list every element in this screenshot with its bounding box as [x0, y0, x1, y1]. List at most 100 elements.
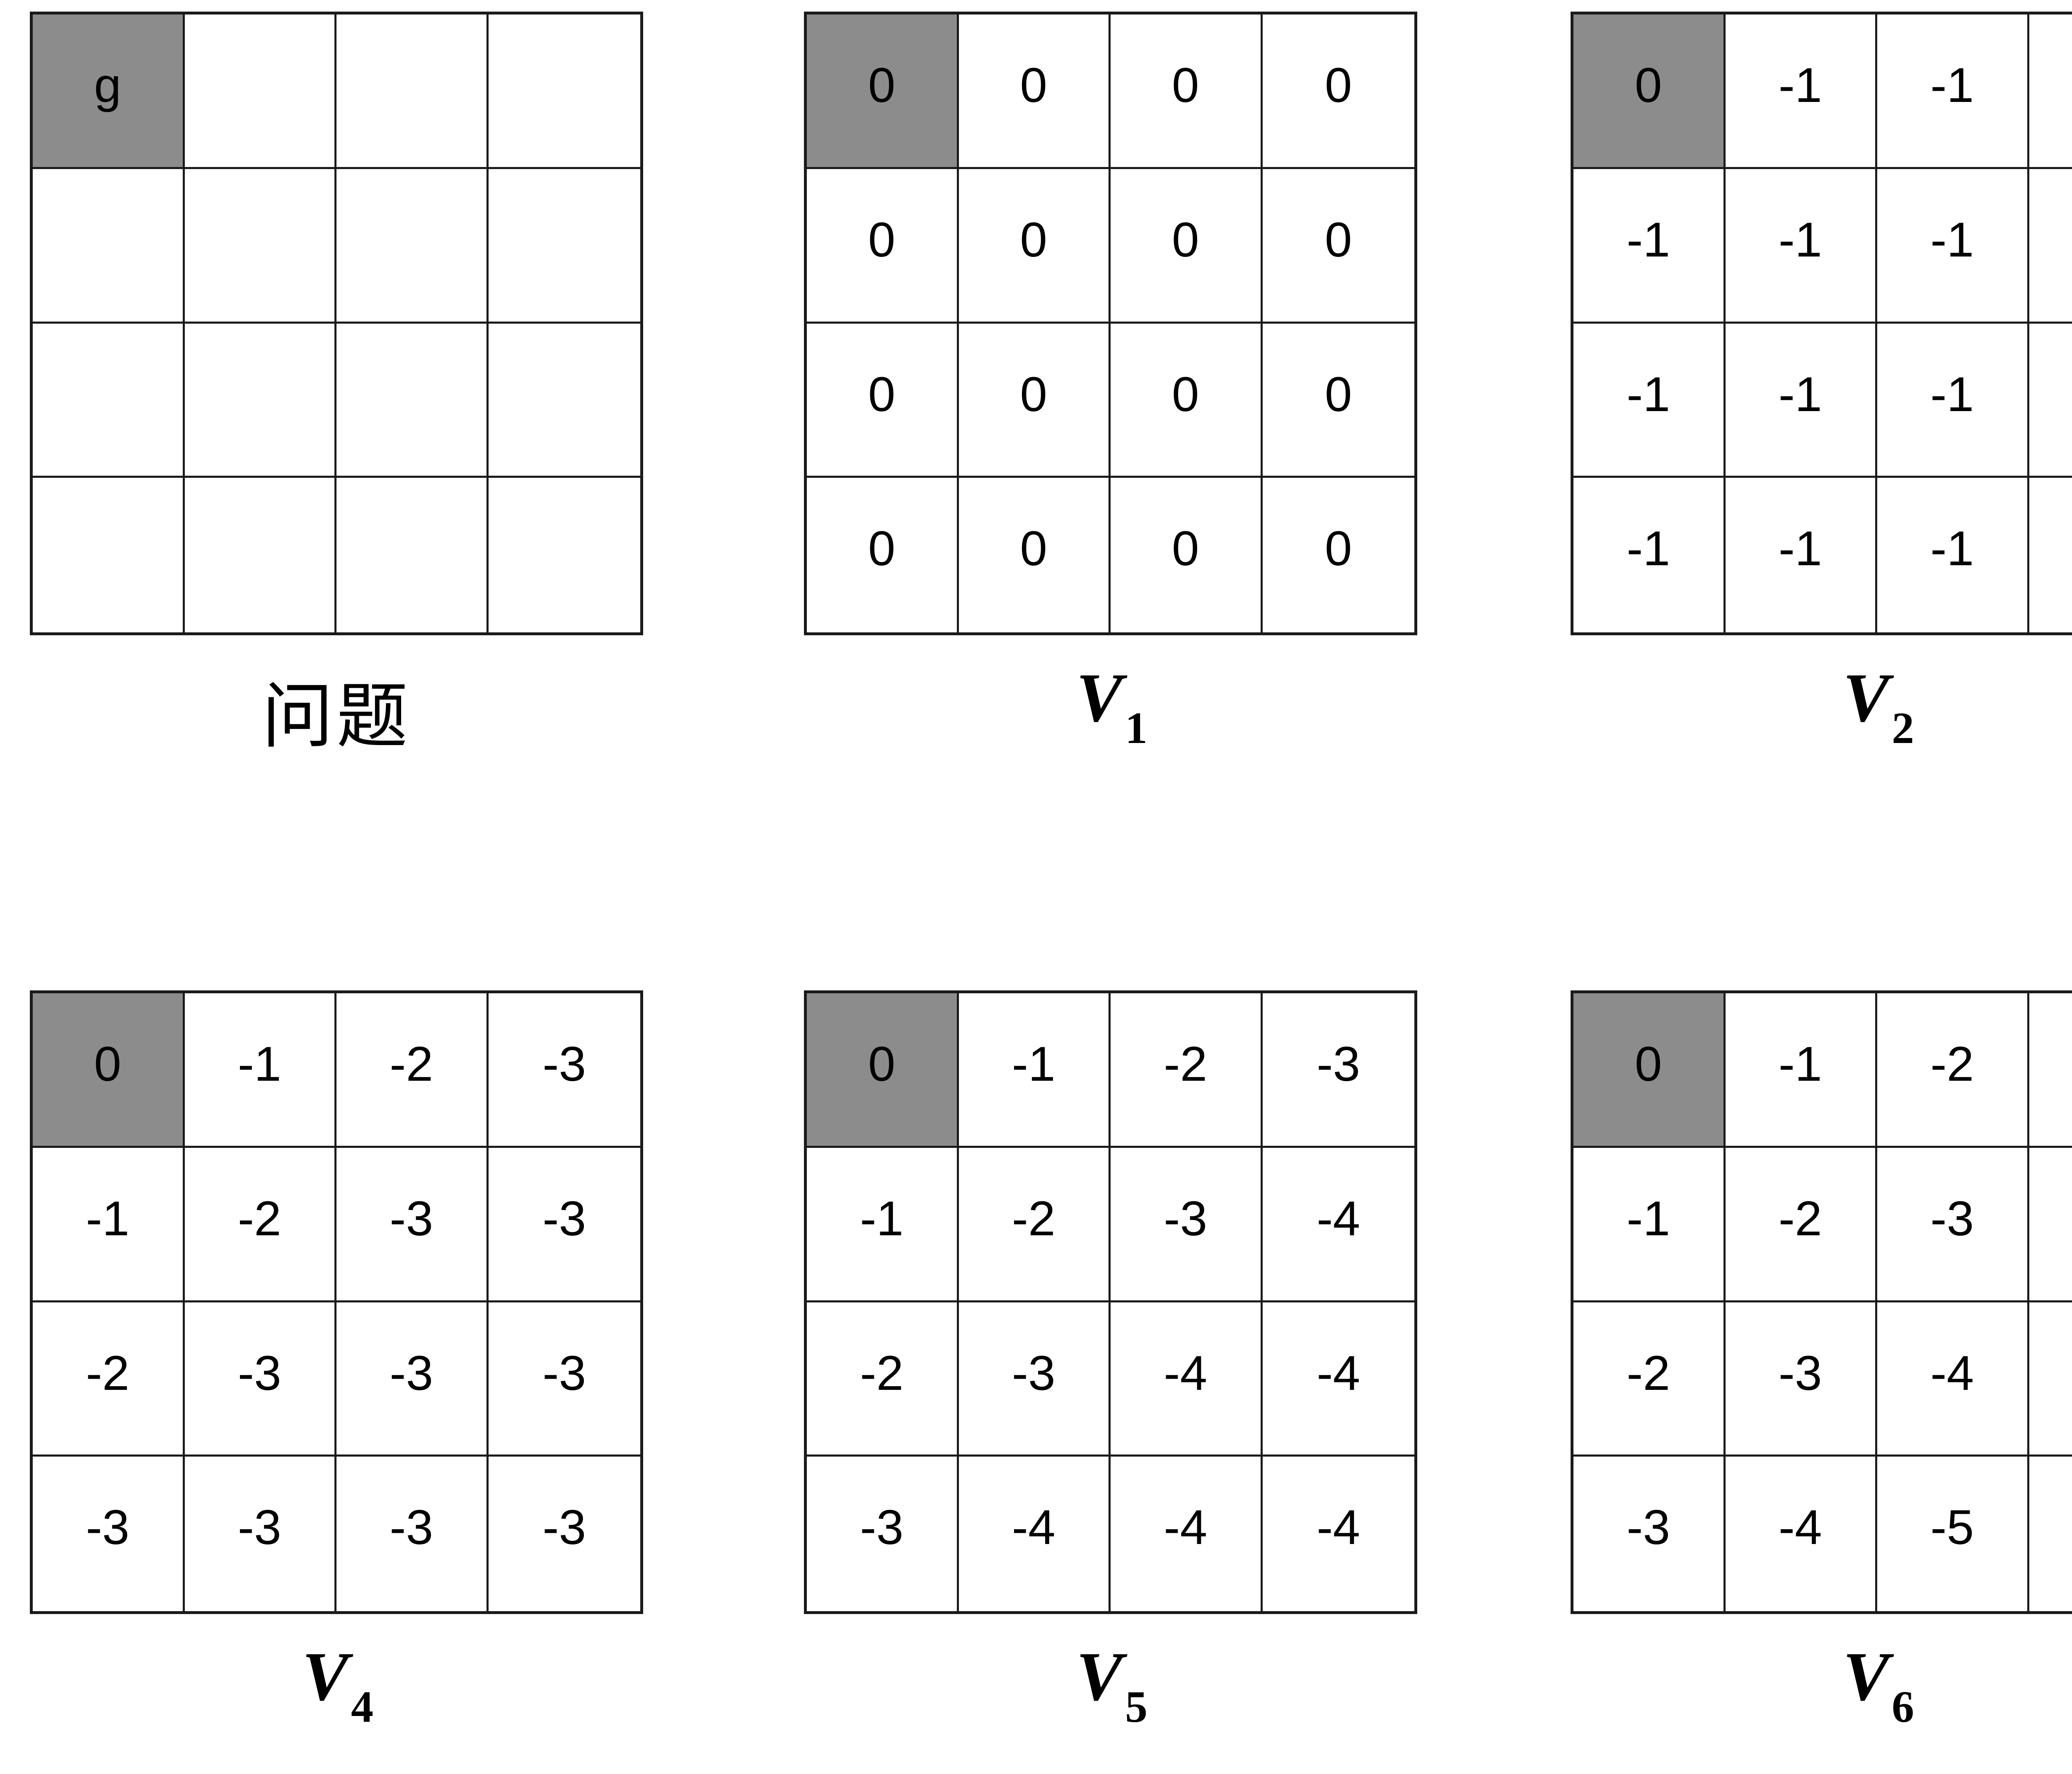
cell-value: -5 — [2029, 1503, 2072, 1552]
cell-value: -5 — [1930, 1500, 1974, 1555]
grid-cell: -3 — [336, 1302, 489, 1457]
cell-value: -3 — [1317, 1037, 1360, 1092]
cell-value: -1 — [1930, 212, 1974, 267]
grid-cell: -3 — [1877, 1147, 2029, 1302]
grid-cell: -5 — [1877, 1457, 2029, 1611]
cell-value: -1 — [1627, 1191, 1670, 1246]
grid-cell: -3 — [336, 1457, 489, 1611]
cell-value: -1 — [2029, 61, 2072, 110]
cell-value: -3 — [542, 1191, 586, 1246]
cell-value: -2 — [1012, 1191, 1055, 1246]
grid-cell: -2 — [1111, 993, 1263, 1148]
cell-value: 0 — [868, 521, 896, 576]
cell-value: 0 — [1324, 58, 1352, 113]
grid-cell: -1 — [33, 1147, 185, 1302]
grid-cell: -1 — [1573, 169, 1726, 324]
grid-cell: 0 — [1262, 169, 1414, 324]
grid-cell: -1 — [807, 1147, 959, 1302]
grid-cell — [33, 478, 185, 632]
grid-cell: -2 — [184, 1147, 336, 1302]
goal-cell: 0 — [1573, 993, 1726, 1148]
grid-cell: -3 — [488, 993, 640, 1148]
grid-cell: -3 — [959, 1302, 1111, 1457]
caption-subscript: 2 — [1892, 704, 1915, 753]
cell-value: -4 — [1164, 1346, 1208, 1401]
panel-caption-problem: 问题 — [262, 675, 411, 758]
grid-cell: 0 — [1111, 478, 1263, 632]
goal-cell: 0 — [807, 993, 959, 1148]
grid-cell: -3 — [1725, 1302, 1877, 1457]
grid-cell: 0 — [1262, 478, 1414, 632]
cell-value: -1 — [1930, 367, 1974, 422]
cell-value: -1 — [1778, 58, 1822, 113]
grid-cell: -5 — [2029, 1457, 2072, 1611]
grid-cell — [336, 169, 489, 324]
grid-cell: -3 — [488, 1302, 640, 1457]
grid-cell: -3 — [184, 1457, 336, 1611]
grid-v6: 0-1-2-3-1-2-3-4-2-3-4-5-3-4-5-5 — [1571, 990, 2072, 1614]
cell-value: 0 — [1634, 1037, 1662, 1092]
panel-caption-v5: V5 — [804, 1637, 1417, 1732]
caption-subscript: 4 — [351, 1682, 374, 1732]
grid-cell: -1 — [2029, 323, 2072, 478]
grid-cell — [336, 15, 489, 169]
cell-value: -3 — [1627, 1500, 1670, 1555]
grid-cell: -1 — [1725, 478, 1877, 632]
cell-value: 0 — [868, 212, 896, 267]
caption-subscript: 1 — [1125, 704, 1148, 753]
grid-cell: -2 — [959, 1147, 1111, 1302]
cell-value: -4 — [1930, 1346, 1974, 1401]
grid-cell: 0 — [1262, 15, 1414, 169]
cell-value: -4 — [1317, 1346, 1360, 1401]
grid-cell: -3 — [33, 1457, 185, 1611]
cell-value: -1 — [1778, 212, 1822, 267]
goal-cell: g — [33, 15, 185, 169]
cell-value: 0 — [1634, 58, 1662, 113]
cell-value: -4 — [2029, 1194, 2072, 1243]
caption-symbol: V — [1076, 659, 1123, 736]
panel-v2: 0-1-1-1-1-1-1-1-1-1-1-1-1-1-1-1V2 — [1571, 12, 2072, 753]
cell-value: -1 — [860, 1191, 904, 1246]
grid-cell: -4 — [1111, 1457, 1263, 1611]
cell-value: -2 — [1778, 1191, 1822, 1246]
cell-value: 0 — [1324, 367, 1352, 422]
cell-value: -1 — [1627, 367, 1670, 422]
cell-value: -3 — [237, 1346, 281, 1401]
goal-cell: 0 — [1573, 15, 1726, 169]
cell-value: -3 — [390, 1191, 433, 1246]
grid-cell: -4 — [1262, 1147, 1414, 1302]
panel-caption-v1: V1 — [804, 658, 1417, 753]
cell-value: 0 — [1172, 521, 1199, 576]
grid-problem: g — [30, 12, 643, 635]
cell-value: -3 — [390, 1500, 433, 1555]
cell-value: -1 — [1778, 1037, 1822, 1092]
grid-cell: 0 — [1111, 323, 1263, 478]
cell-value: -1 — [2029, 215, 2072, 264]
grid-cell — [488, 478, 640, 632]
caption-symbol: V — [1842, 659, 1890, 736]
grid-cell: 0 — [807, 323, 959, 478]
grid-cell: 0 — [959, 169, 1111, 324]
grid-cell: -3 — [488, 1457, 640, 1611]
grid-cell: -1 — [1573, 1147, 1726, 1302]
cell-value: -1 — [1627, 521, 1670, 576]
grid-cell: -5 — [2029, 1302, 2072, 1457]
panel-caption-v4: V4 — [30, 1637, 643, 1732]
grid-cell: -1 — [2029, 15, 2072, 169]
grid-cell: 0 — [1111, 15, 1263, 169]
grid-cell: 0 — [959, 323, 1111, 478]
grid-cell: -2 — [33, 1302, 185, 1457]
grid-cell: -1 — [1877, 323, 2029, 478]
grid-cell: 0 — [1111, 169, 1263, 324]
grid-cell: -4 — [1725, 1457, 1877, 1611]
cell-value: -3 — [1930, 1191, 1974, 1246]
grid-cell: -1 — [2029, 478, 2072, 632]
cell-value: -4 — [1012, 1500, 1055, 1555]
cell-value: -1 — [1778, 521, 1822, 576]
cell-value: -3 — [860, 1500, 904, 1555]
cell-value: 0 — [1020, 58, 1048, 113]
cell-value: 0 — [1020, 521, 1048, 576]
cell-value: 0 — [1172, 367, 1199, 422]
cell-value: 0 — [1324, 521, 1352, 576]
